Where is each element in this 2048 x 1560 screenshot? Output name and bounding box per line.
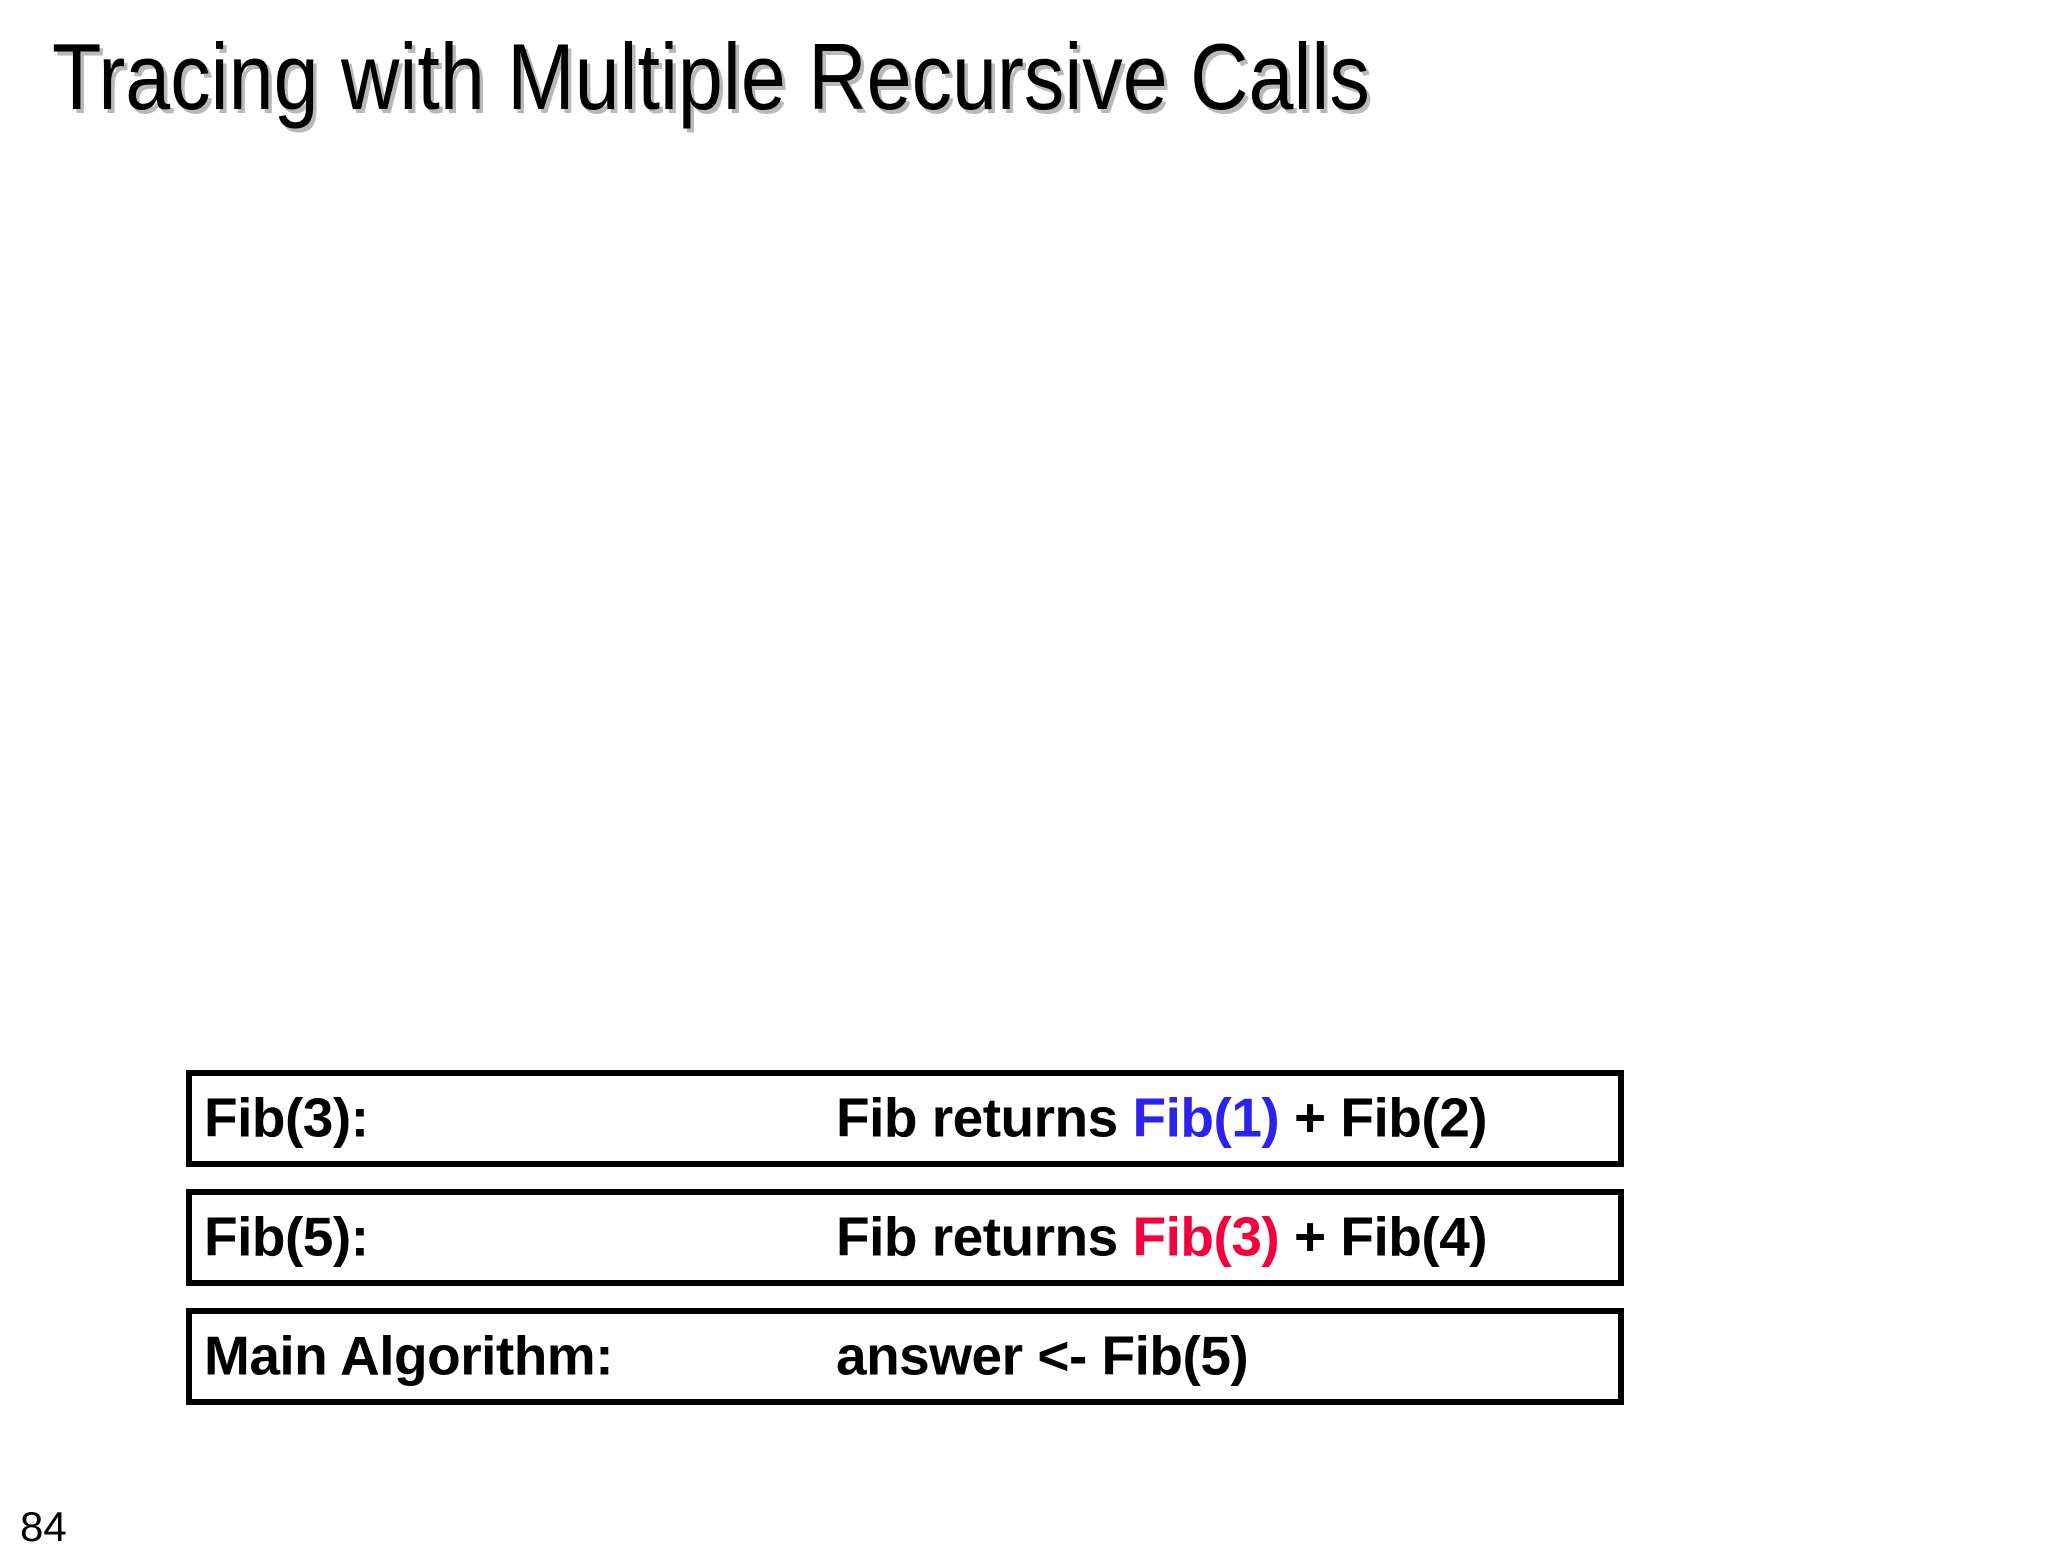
stack-frame-body-prefix: Fib returns	[836, 1205, 1133, 1268]
stack-frame-fib5: Fib(5): Fib returns Fib(3) + Fib(4)	[186, 1189, 1624, 1286]
stack-frame-fib3: Fib(3): Fib returns Fib(1) + Fib(2)	[186, 1070, 1624, 1167]
page-title: Tracing with Multiple Recursive Calls	[52, 24, 1370, 129]
stack-frame-body-suffix: + Fib(4)	[1279, 1205, 1488, 1268]
stack-frame-body-prefix: answer <- Fib(5)	[836, 1324, 1249, 1387]
stack-frame-label: Fib(5):	[204, 1205, 369, 1268]
stack-frame-body: Fib returns Fib(1) + Fib(2)	[836, 1085, 1488, 1149]
page-number: 84	[20, 1503, 67, 1550]
stack-frame-label: Fib(3):	[204, 1086, 369, 1149]
stack-frame-body: answer <- Fib(5)	[836, 1323, 1249, 1387]
stack-frame-label: Main Algorithm:	[204, 1324, 614, 1387]
stack-frame-body-prefix: Fib returns	[836, 1086, 1133, 1149]
stack-frame-body: Fib returns Fib(3) + Fib(4)	[836, 1204, 1488, 1268]
stack-frame-body-suffix: + Fib(2)	[1279, 1086, 1488, 1149]
stack-frame-body-highlight: Fib(1)	[1132, 1086, 1280, 1149]
stack-frame-main-algorithm: Main Algorithm: answer <- Fib(5)	[186, 1308, 1624, 1405]
call-stack-frames: Fib(3): Fib returns Fib(1) + Fib(2) Fib(…	[186, 1070, 1624, 1405]
stack-frame-body-highlight: Fib(3)	[1132, 1205, 1280, 1268]
